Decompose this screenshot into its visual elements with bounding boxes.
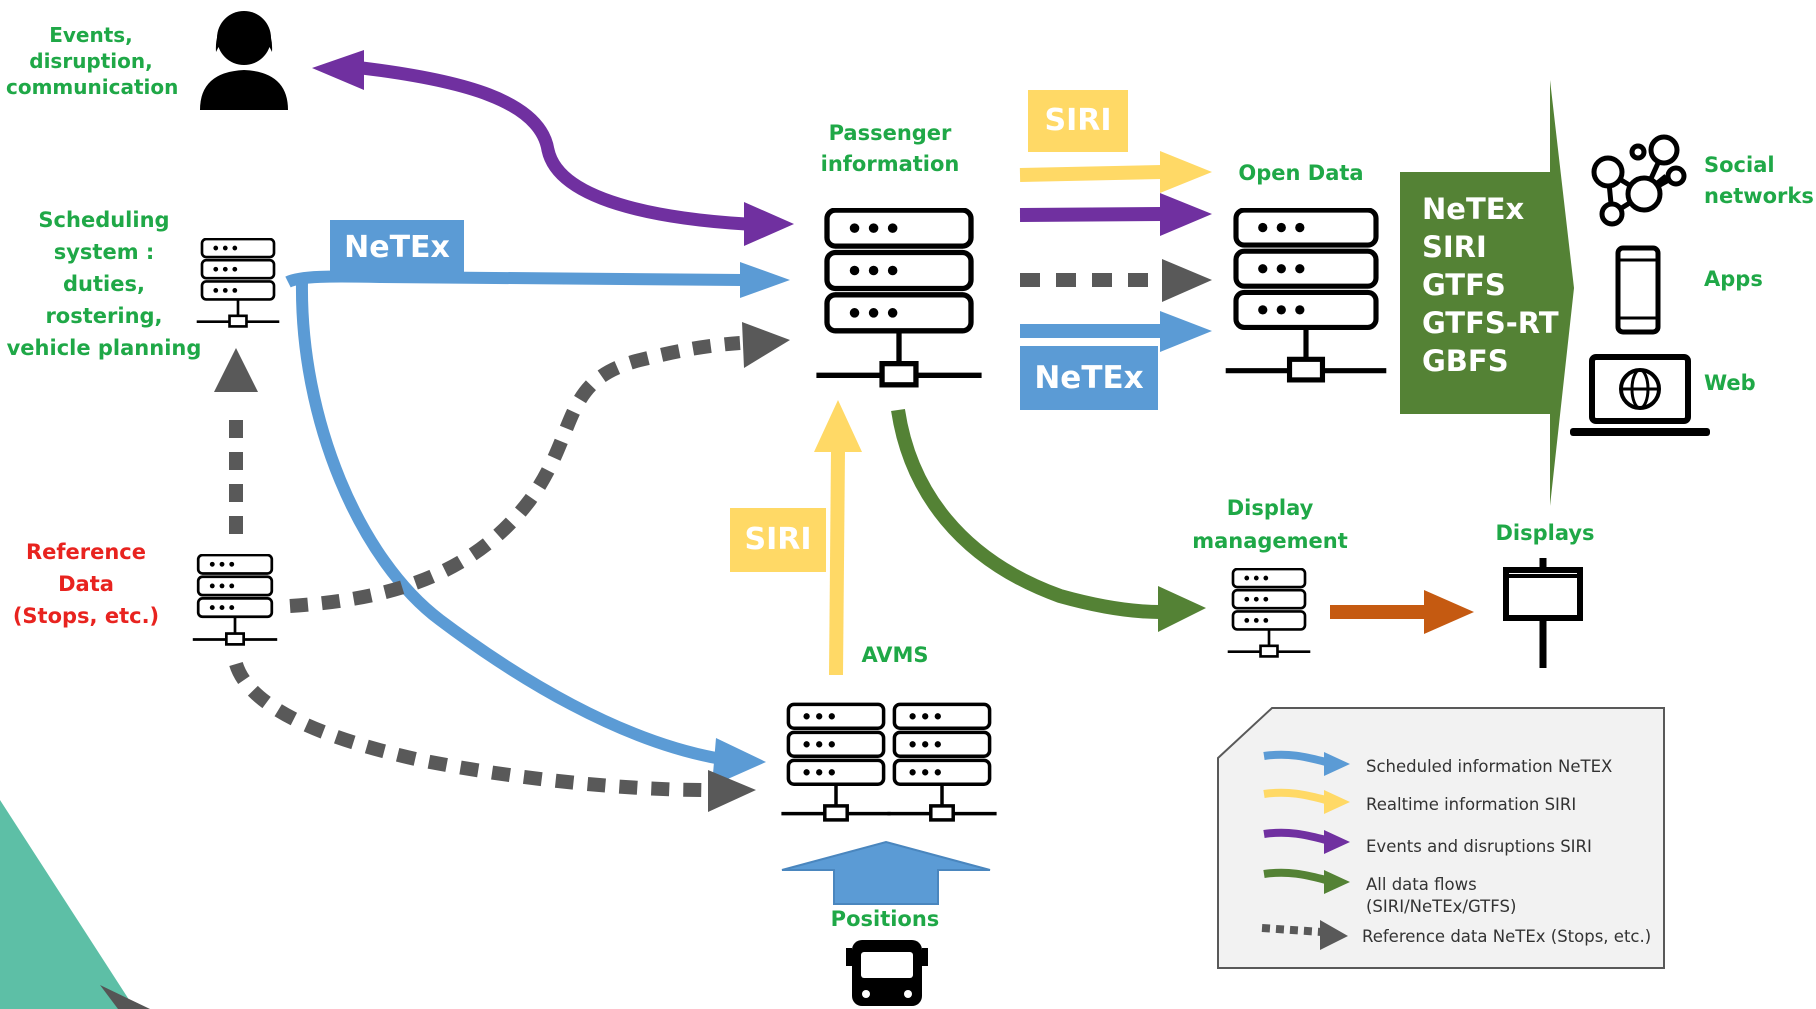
legend-swatch-scheduled bbox=[1263, 750, 1327, 766]
avms-label: AVMS bbox=[861, 643, 929, 667]
positions-label: Positions bbox=[830, 907, 940, 931]
legend-swatch-reference-head bbox=[1320, 920, 1348, 950]
reference-arrowhead-up bbox=[214, 348, 258, 392]
format-gtfs-rt: GTFS-RT bbox=[1422, 306, 1559, 340]
positions-up-arrow bbox=[781, 840, 991, 905]
legend-swatch-events bbox=[1263, 828, 1327, 844]
realtime-arrow-to-open-data bbox=[1019, 165, 1163, 182]
reference-server-icon bbox=[191, 554, 279, 646]
avms-server-right-icon bbox=[886, 702, 998, 822]
events-label: Events, disruption, communication bbox=[6, 23, 179, 99]
bus-icon bbox=[846, 940, 928, 1006]
events-arrowhead-open-data bbox=[1160, 193, 1212, 236]
scheduled-arrowhead-avms bbox=[712, 738, 766, 786]
open-data-panel bbox=[1400, 80, 1574, 506]
reference-arrow-to-passenger bbox=[289, 336, 741, 613]
passenger-info-label: Passenger information bbox=[820, 121, 960, 176]
reference-label: Reference Data (Stops, etc.) bbox=[12, 540, 160, 628]
events-arrow bbox=[361, 61, 747, 231]
legend-item-all-flows: All data flows (SIRI/NeTEx/GTFS) bbox=[1366, 875, 1517, 916]
reference-arrowhead-open-data bbox=[1162, 259, 1212, 302]
display-management-label: Display management bbox=[1192, 496, 1348, 553]
format-siri: SIRI bbox=[1422, 230, 1487, 264]
legend-swatch-realtime bbox=[1263, 788, 1327, 804]
format-gbfs: GBFS bbox=[1422, 344, 1509, 378]
scheduling-server-icon bbox=[195, 238, 281, 328]
avms-server-left-icon bbox=[780, 702, 892, 822]
legend-item-scheduled: Scheduled information NeTEX bbox=[1366, 757, 1613, 776]
format-netex: NeTEx bbox=[1422, 192, 1525, 226]
social-network-icon bbox=[1591, 134, 1687, 227]
smartphone-icon bbox=[1615, 245, 1661, 335]
display-management-server-icon bbox=[1226, 568, 1312, 658]
reference-arrow-to-avms bbox=[229, 661, 707, 797]
siri-tag-top: SIRI bbox=[1028, 90, 1128, 152]
events-arrowhead-person bbox=[312, 50, 364, 90]
web-label: Web bbox=[1704, 371, 1756, 395]
scheduled-arrow-to-passenger bbox=[285, 270, 743, 288]
person-icon bbox=[200, 11, 288, 110]
scheduled-arrowhead-open-data bbox=[1160, 311, 1212, 352]
corner-shadow bbox=[100, 985, 150, 1009]
legend-swatch-realtime-head bbox=[1324, 790, 1350, 814]
legend-swatch-reference bbox=[1261, 924, 1323, 936]
legend-item-realtime: Realtime information SIRI bbox=[1366, 795, 1577, 814]
display-sign-icon bbox=[1503, 558, 1583, 668]
open-data-label: Open Data bbox=[1238, 161, 1364, 185]
legend-swatch-all-flows bbox=[1263, 868, 1327, 884]
legend-item-reference: Reference data NeTEx (Stops, etc.) bbox=[1362, 927, 1652, 946]
format-gtfs: GTFS bbox=[1422, 268, 1506, 302]
legend-swatch-all-flows-head bbox=[1324, 870, 1350, 894]
all-flows-arrowhead bbox=[1158, 586, 1206, 632]
events-arrowhead-passenger bbox=[744, 202, 794, 246]
scheduled-arrowhead-passenger bbox=[740, 262, 790, 298]
all-flows-arrow-to-display-mgmt bbox=[891, 408, 1161, 619]
realtime-arrow-avms-up bbox=[829, 449, 845, 676]
netex-tag-left: NeTEx bbox=[330, 220, 464, 276]
social-networks-label: Social networks bbox=[1704, 153, 1814, 208]
realtime-arrowhead-up bbox=[814, 400, 862, 452]
displays-label: Displays bbox=[1495, 521, 1595, 545]
laptop-icon bbox=[1570, 354, 1710, 436]
legend-swatch-scheduled-head bbox=[1324, 752, 1350, 776]
scheduling-label: Scheduling system : duties, rostering, v… bbox=[6, 208, 202, 360]
legend-swatches bbox=[1261, 750, 1350, 950]
legend-item-events: Events and disruptions SIRI bbox=[1366, 837, 1592, 856]
netex-tag-right: NeTEx bbox=[1020, 346, 1158, 410]
passenger-info-server-icon bbox=[816, 210, 981, 385]
open-data-formats: NeTEx SIRI GTFS GTFS-RT GBFS bbox=[1422, 190, 1559, 380]
reference-arrowhead-avms bbox=[708, 770, 756, 812]
events-arrow-to-open-data bbox=[1019, 207, 1163, 222]
apps-label: Apps bbox=[1704, 267, 1763, 291]
open-data-server-icon bbox=[1226, 210, 1387, 380]
reference-arrowhead-passenger bbox=[742, 322, 790, 368]
display-link-arrowhead bbox=[1424, 590, 1474, 634]
scheduled-arrow-to-avms bbox=[295, 281, 718, 764]
siri-tag-vertical: SIRI bbox=[730, 508, 826, 572]
corner-shape bbox=[0, 800, 135, 1009]
legend-swatch-events-head bbox=[1324, 830, 1350, 854]
realtime-arrowhead-open-data bbox=[1160, 151, 1212, 193]
